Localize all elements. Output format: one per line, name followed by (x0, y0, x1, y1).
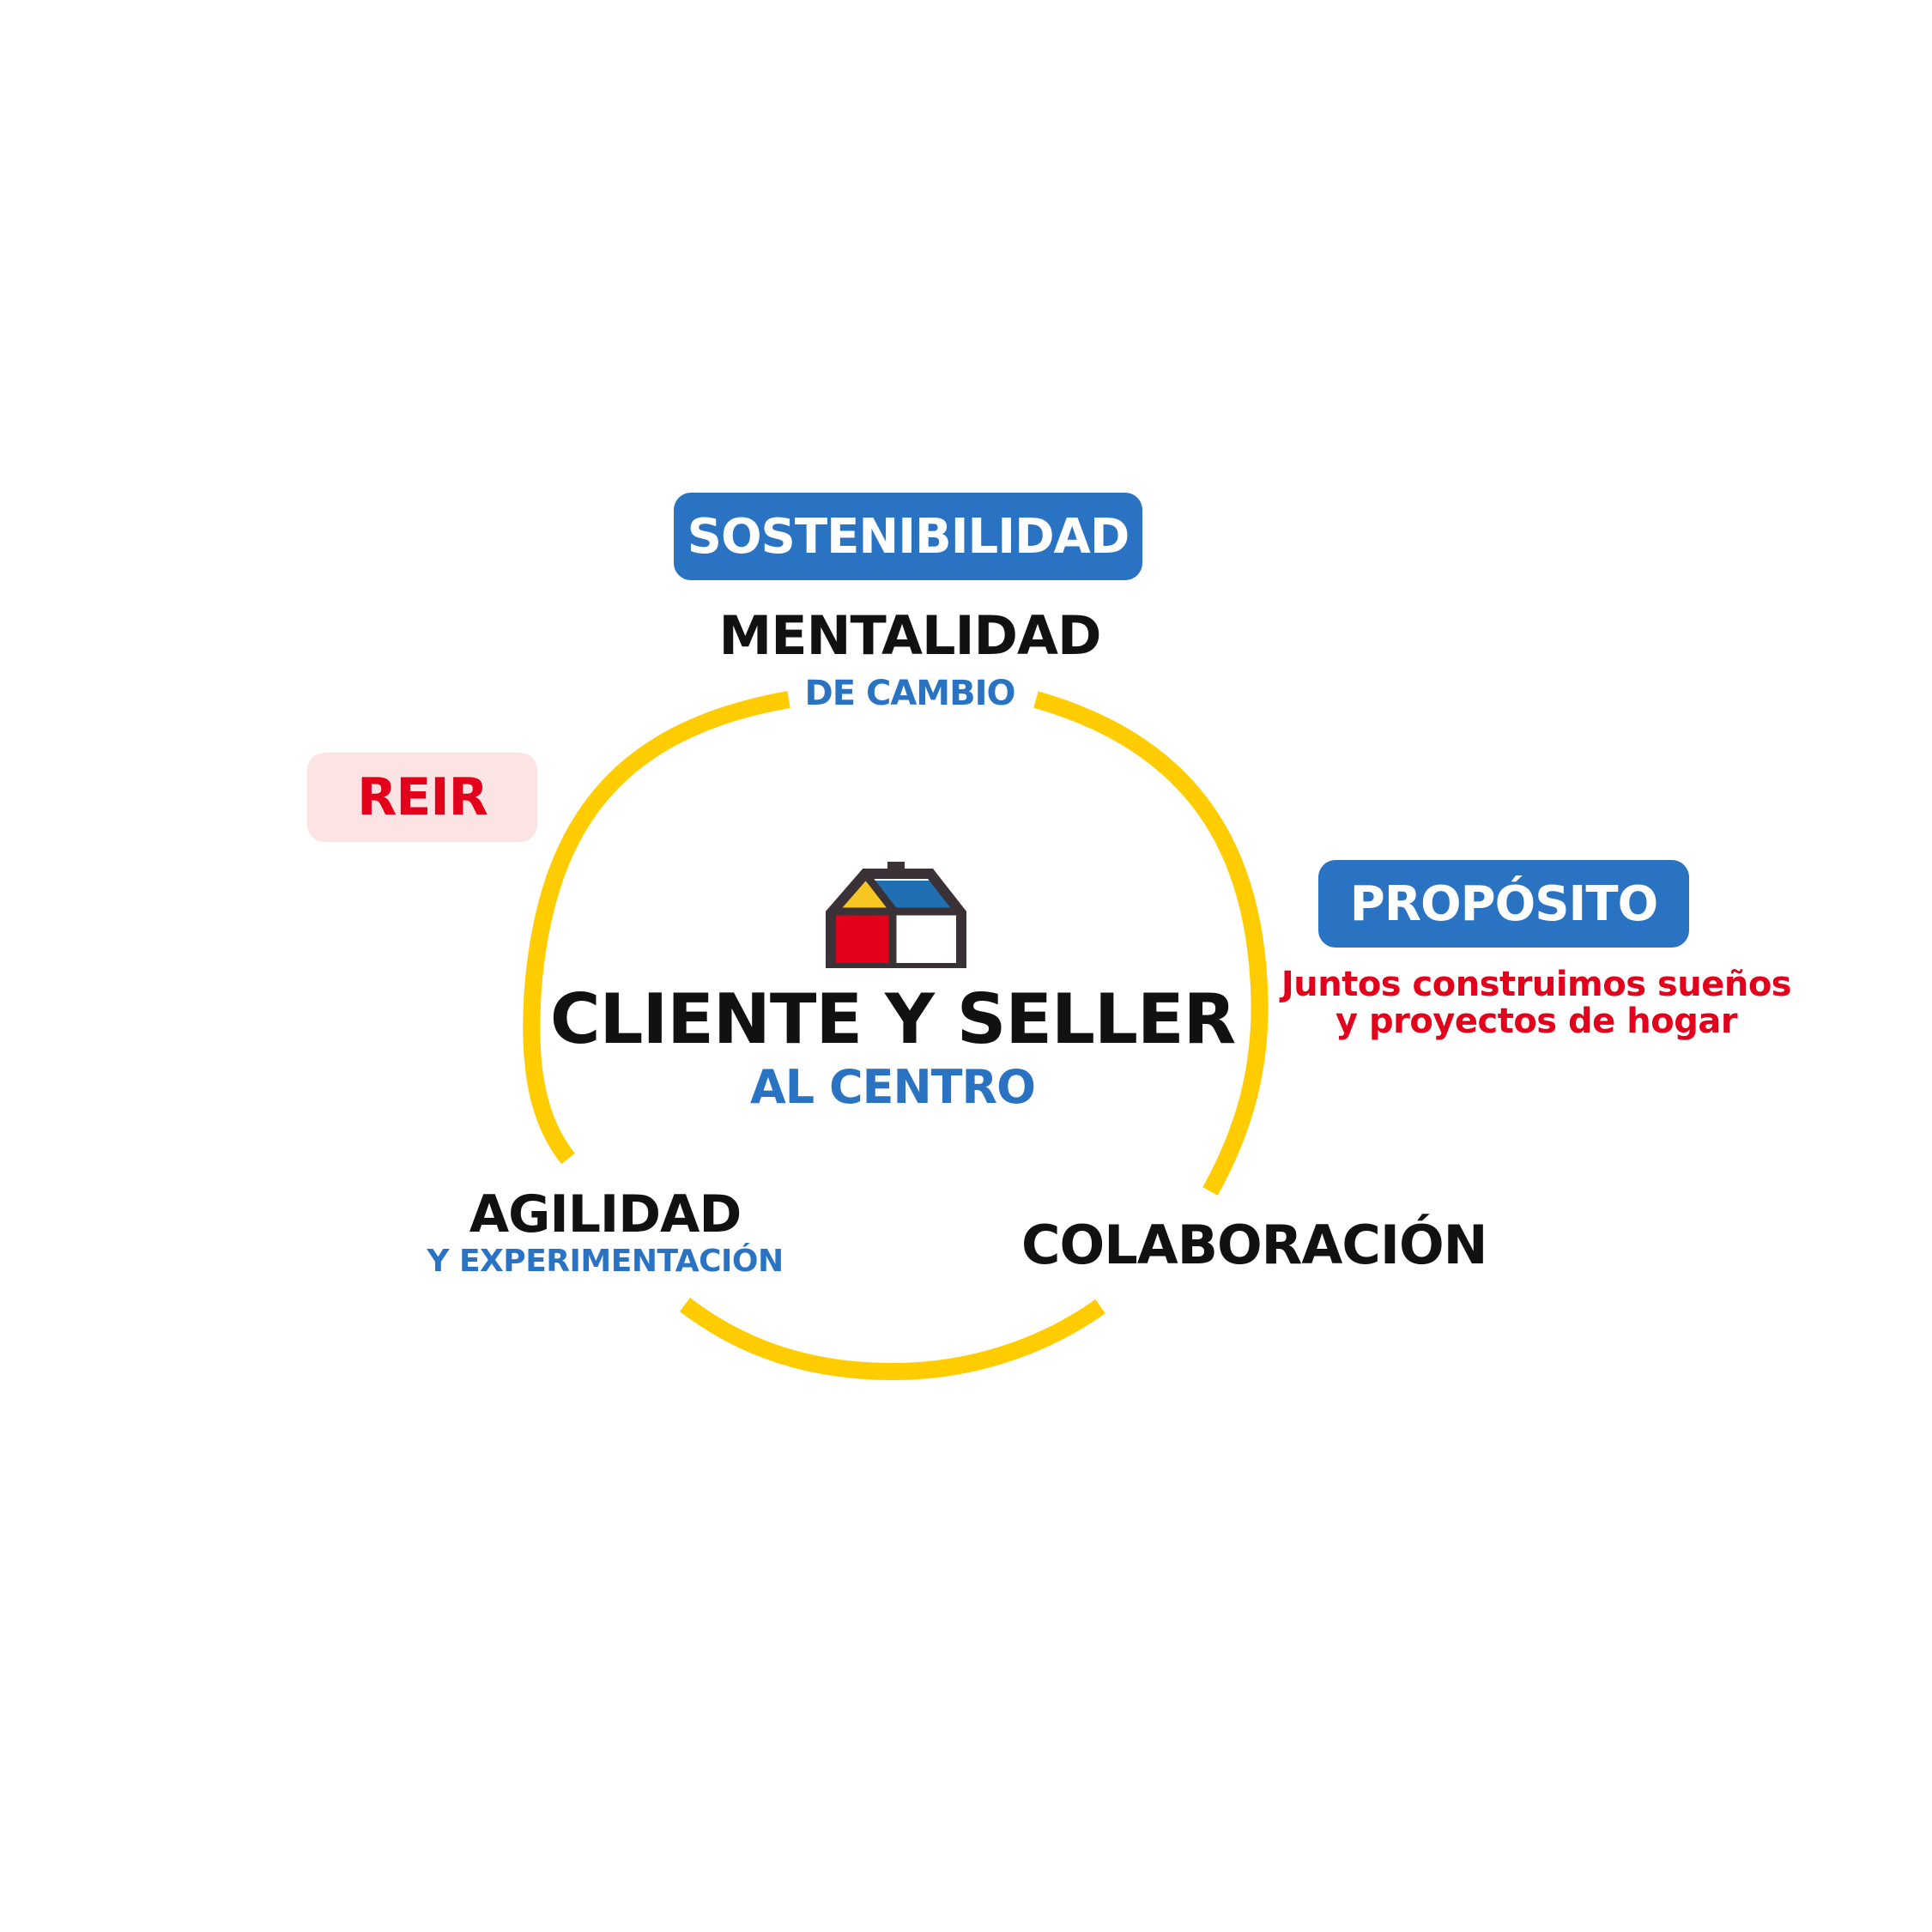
node-mentalidad-subtitle: DE CAMBIO (804, 674, 1016, 713)
proposito-text-line1: Juntos construimos sueños (1281, 965, 1792, 1004)
ring-arc-bottom (679, 1298, 1105, 1381)
center-title: CLIENTE Y SELLER (549, 979, 1236, 1059)
center-subtitle: AL CENTRO (749, 1060, 1036, 1114)
node-agilidad-subtitle: Y EXPERIMENTACIÓN (427, 1244, 784, 1279)
sostenibilidad-badge: SOSTENIBILIDAD (674, 493, 1142, 580)
house-logo-icon (826, 862, 966, 968)
node-mentalidad-title: MENTALIDAD (718, 604, 1102, 667)
proposito-badge: PROPÓSITO (1318, 860, 1689, 948)
ring-arc-top-left (523, 691, 790, 1165)
node-colaboracion-title: COLABORACIÓN (1021, 1214, 1488, 1276)
proposito-text-line2: y proyectos de hogar (1335, 1002, 1738, 1041)
ring-arc-top-right (1033, 691, 1269, 1196)
node-agilidad-title: AGILIDAD (469, 1184, 742, 1245)
reir-badge: REIR (307, 753, 537, 842)
